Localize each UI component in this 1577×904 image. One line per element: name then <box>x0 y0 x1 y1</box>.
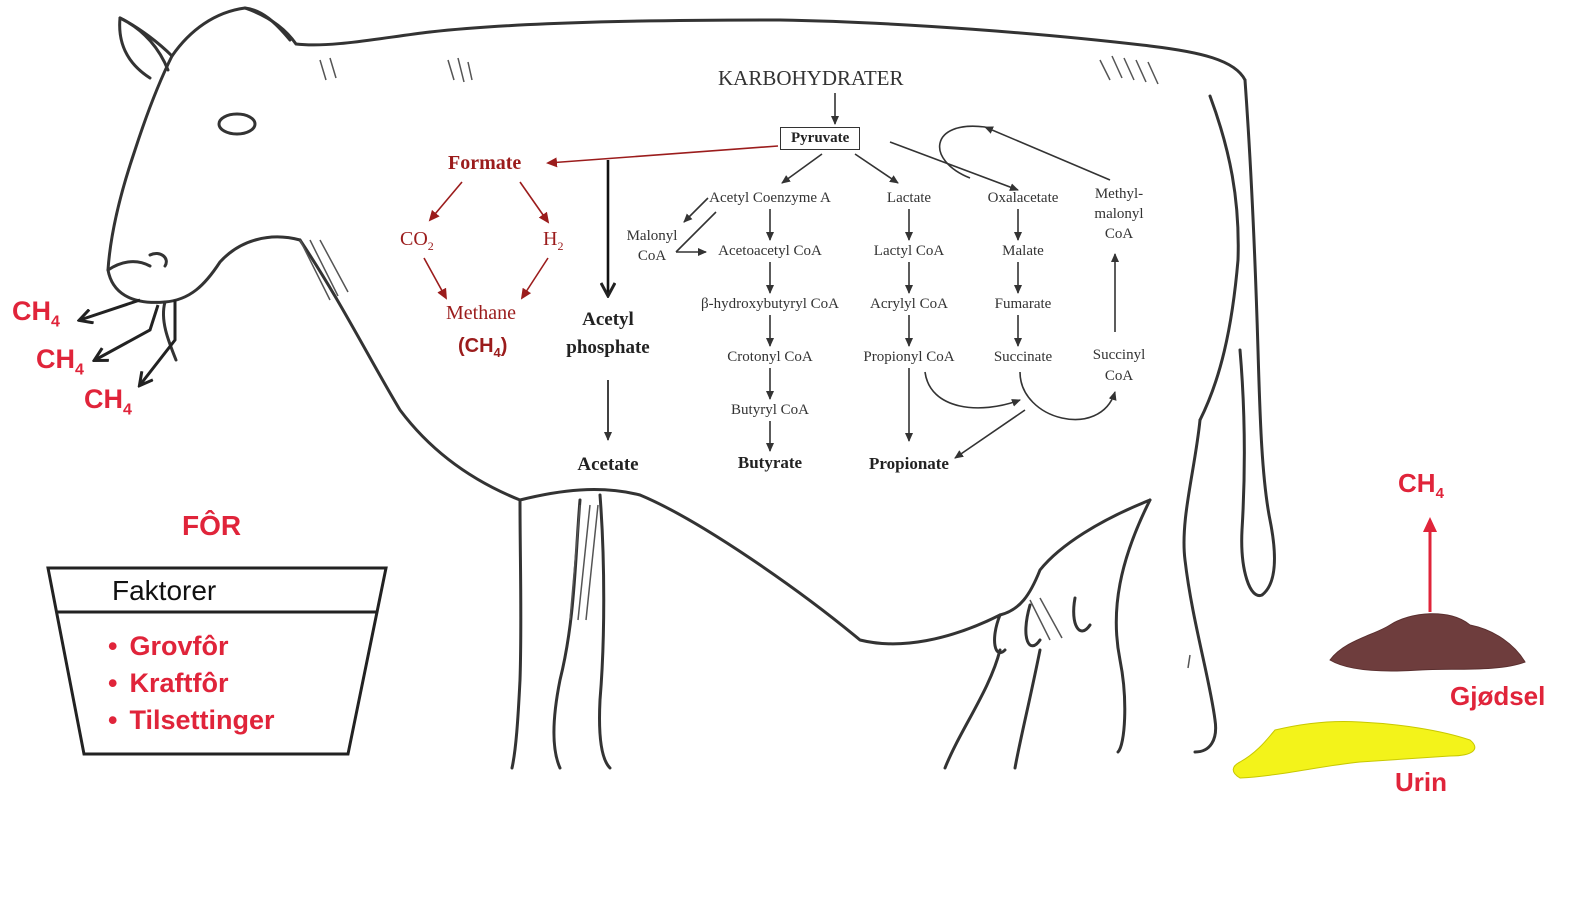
acrylyl-coa-label: Acrylyl CoA <box>850 297 968 312</box>
arrow-pyruvate-oxalacetate <box>890 142 1018 190</box>
feed-factor-list: Grovfôr Kraftfôr Tilsettinger <box>108 628 275 739</box>
methylmalonyl-line3: CoA <box>1080 227 1158 242</box>
arrow-formate-h2 <box>520 182 548 222</box>
arrow-propionyl-succinate-curve <box>925 372 1020 408</box>
acetoacetyl-coa-label: Acetoacetyl CoA <box>690 244 850 259</box>
methylmalonyl-line1: Methyl- <box>1080 187 1158 202</box>
arrow-to-propionate <box>955 410 1025 458</box>
gjodsel-label: Gjødsel <box>1450 683 1545 709</box>
arrow-pyruvate-formate <box>548 146 778 163</box>
malonyl-line1: Malonyl <box>620 229 684 244</box>
formate-label: Formate <box>448 153 521 173</box>
ch4-manure: CH4 <box>1398 470 1444 501</box>
ch4-burp-2: CH4 <box>36 346 84 378</box>
acetyl-coa-label: Acetyl Coenzyme A <box>690 191 850 206</box>
acetyl-phosphate-line2: phosphate <box>558 338 658 357</box>
manure-pile <box>1330 614 1525 671</box>
methane-label: Methane <box>446 303 516 323</box>
malate-label: Malate <box>968 244 1078 259</box>
fumarate-label: Fumarate <box>968 297 1078 312</box>
arrow-formate-co2 <box>430 182 462 220</box>
feed-item-grovfor: Grovfôr <box>108 628 275 665</box>
arrow-pyruvate-lactate <box>855 154 898 183</box>
co2-label: CO2 <box>400 229 434 252</box>
acetyl-phosphate-line1: Acetyl <box>558 310 658 329</box>
urin-label: Urin <box>1395 769 1447 795</box>
succinate-label: Succinate <box>968 350 1078 365</box>
loop-curve <box>940 126 985 178</box>
arrow-pyruvate-acetylcoa <box>782 154 822 183</box>
pyruvate-box: Pyruvate <box>780 127 860 150</box>
karbohydrater-label: KARBOHYDRATER <box>718 68 904 89</box>
acetate-label: Acetate <box>558 455 658 474</box>
butyryl-coa-label: Butyryl CoA <box>690 403 850 418</box>
butyrate-label: Butyrate <box>690 454 850 471</box>
feed-title: FÔR <box>182 512 241 540</box>
feed-item-kraftfor: Kraftfôr <box>108 665 275 702</box>
ch4-burp-3: CH4 <box>84 386 132 418</box>
arrow-co2-methane <box>424 258 446 298</box>
propionate-label: Propionate <box>850 455 968 472</box>
feed-item-tilsettinger: Tilsettinger <box>108 702 275 739</box>
oxalacetate-label: Oxalacetate <box>968 191 1078 206</box>
methane-formula: (CH4) <box>458 336 507 359</box>
crotonyl-coa-label: Crotonyl CoA <box>690 350 850 365</box>
h2-label: H2 <box>543 229 563 252</box>
arrow-h2-methane <box>522 258 548 298</box>
arrow-mouth-ch4-1 <box>80 300 140 320</box>
methylmalonyl-line2: malonyl <box>1080 207 1158 222</box>
lactyl-coa-label: Lactyl CoA <box>850 244 968 259</box>
succinyl-line1: Succinyl <box>1080 348 1158 363</box>
lactate-label: Lactate <box>850 191 968 206</box>
malonyl-line2: CoA <box>620 249 684 264</box>
arrow-methylmalonyl-loop <box>985 127 1110 180</box>
succinyl-line2: CoA <box>1080 369 1158 384</box>
feed-header: Faktorer <box>112 577 216 605</box>
hydroxybutyryl-coa-label: β-hydroxybutyryl CoA <box>685 297 855 312</box>
propionyl-coa-label: Propionyl CoA <box>850 350 968 365</box>
ch4-burp-1: CH4 <box>12 298 60 330</box>
